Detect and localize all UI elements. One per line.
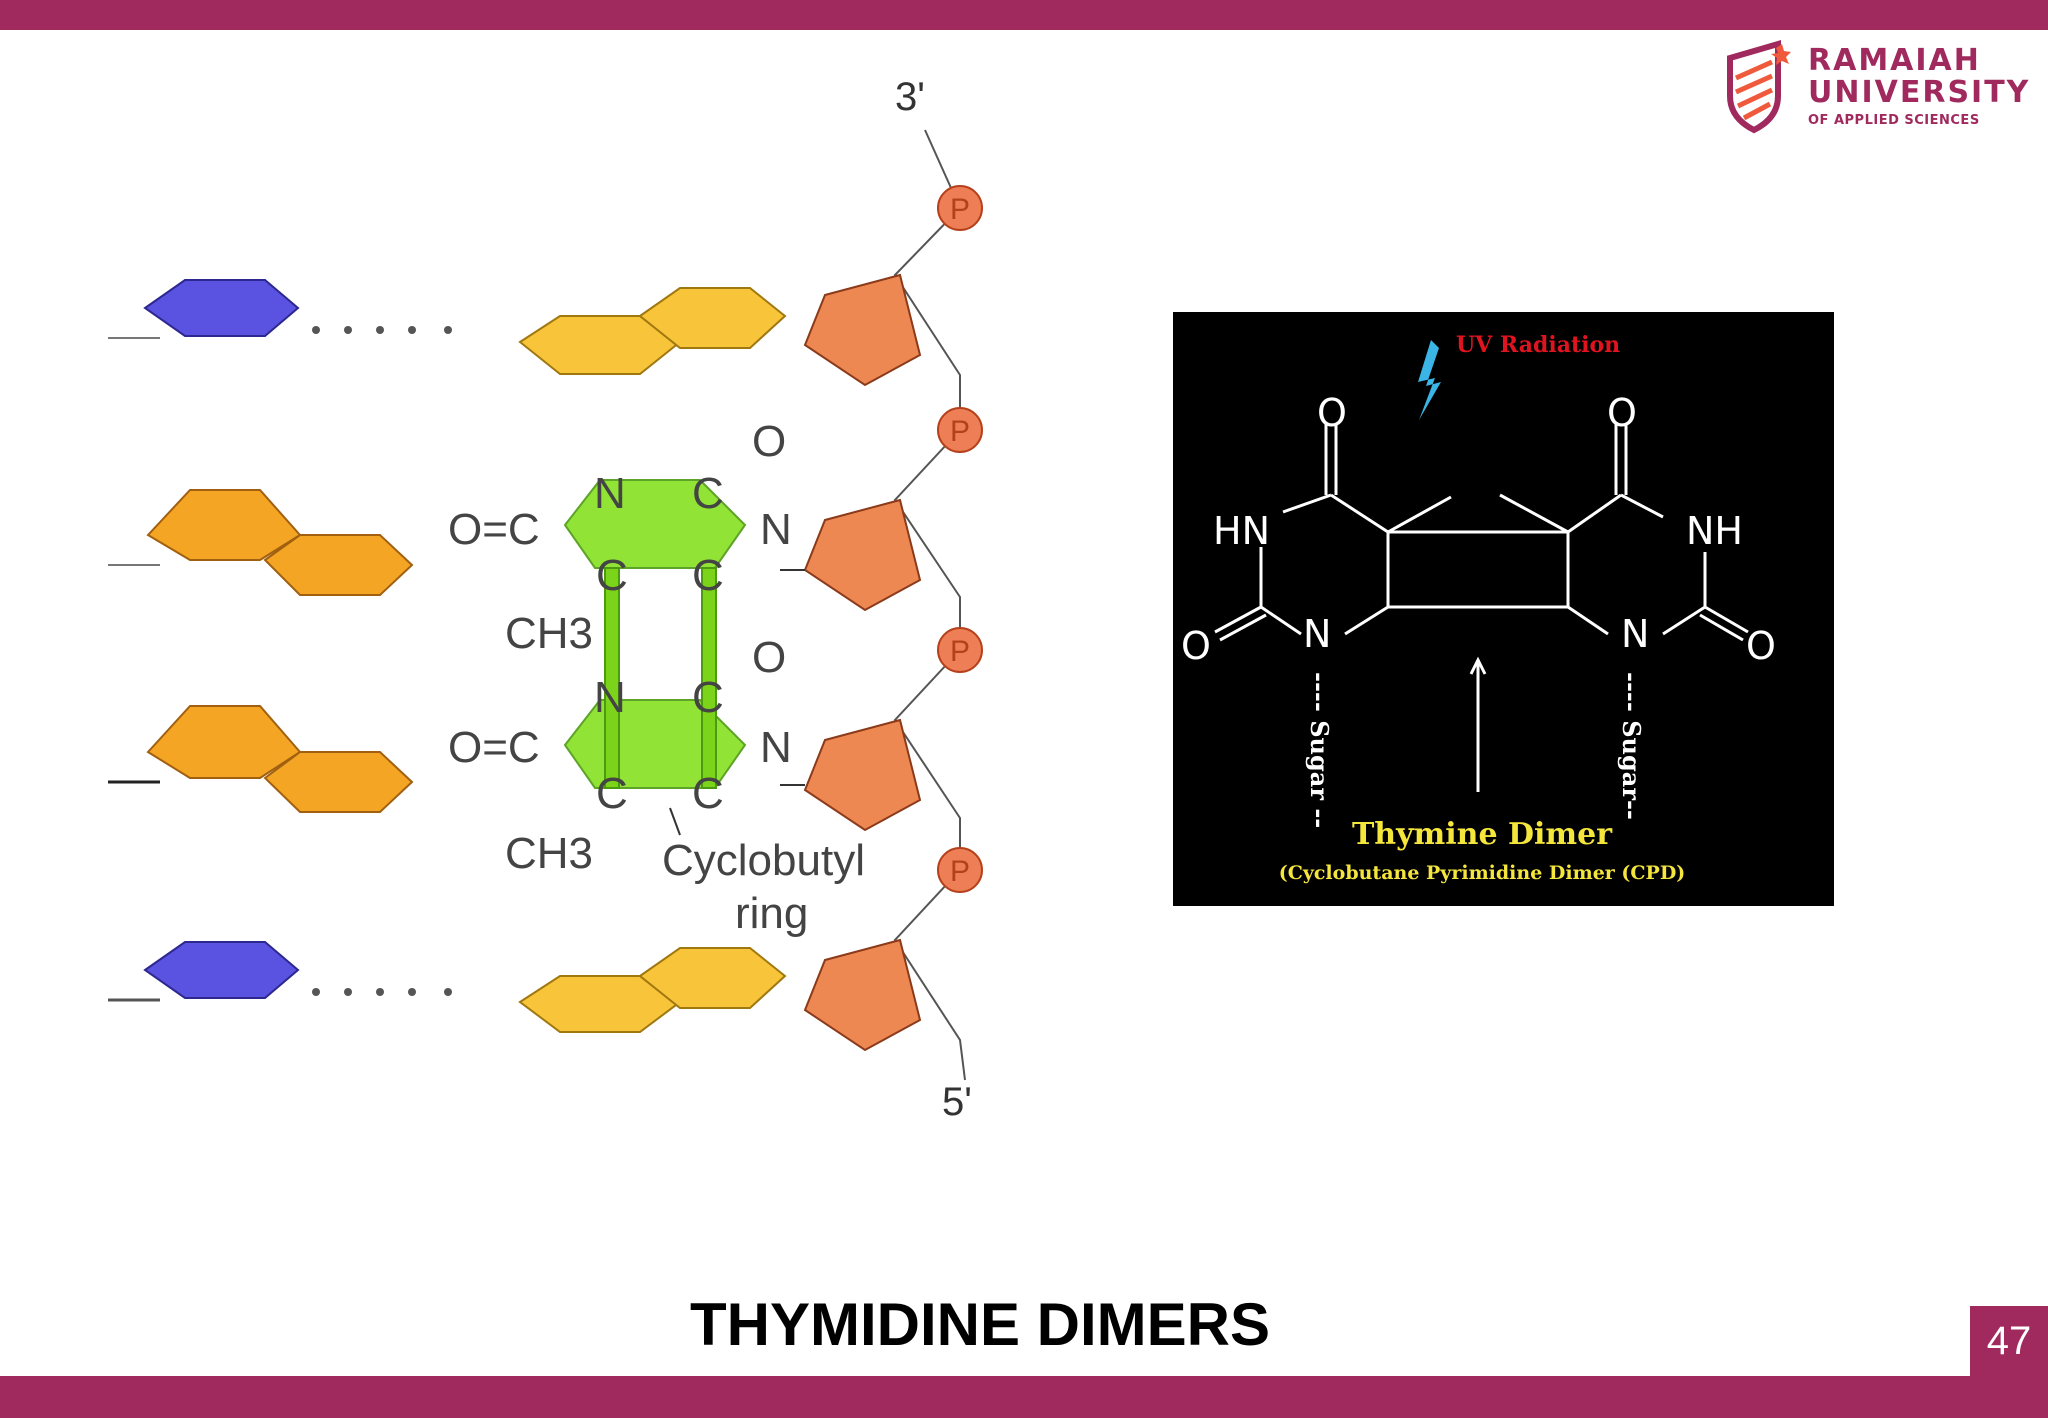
dimer-ring-top xyxy=(563,479,747,569)
svg-text:O=C: O=C xyxy=(448,505,540,554)
svg-text:HN: HN xyxy=(1213,509,1270,553)
svg-text:C: C xyxy=(692,469,724,518)
svg-text:C: C xyxy=(596,551,628,600)
svg-text:O: O xyxy=(752,633,786,682)
backbone-line xyxy=(893,129,966,1081)
hbond-dots-1 xyxy=(312,326,452,334)
ring-pointer-arrow xyxy=(669,807,681,836)
uv-lightning-bolt-icon xyxy=(1418,340,1441,420)
base-orange-3a xyxy=(146,705,302,779)
svg-text:CH3: CH3 xyxy=(505,609,593,658)
svg-text:C: C xyxy=(692,673,724,722)
svg-text:P: P xyxy=(950,635,970,668)
atom-labels: O HN N O O NH N O xyxy=(1181,391,1776,668)
svg-text:O=C: O=C xyxy=(448,723,540,772)
thymine-dimer xyxy=(563,479,747,789)
cyclobutyl-ring-label-line2: ring xyxy=(735,889,808,938)
base-orange-3b xyxy=(263,751,414,813)
base-orange-2a xyxy=(146,489,302,561)
base-yellow-1b xyxy=(638,287,787,349)
svg-text:P: P xyxy=(950,415,970,448)
svg-text:N: N xyxy=(760,505,792,554)
sugar-4 xyxy=(803,938,922,1052)
base-yellow-4b xyxy=(638,947,787,1009)
thymine-dimer-structure: UV Radiation xyxy=(1181,332,1776,884)
phosphate-1: P xyxy=(937,185,983,231)
thymine-dimer-panel: UV Radiation xyxy=(1173,312,1834,906)
university-logo: RAMAIAH UNIVERSITY OF APPLIED SCIENCES xyxy=(1722,38,2028,134)
ramaiah-emblem-icon xyxy=(1727,40,1791,134)
phosphate-3: P xyxy=(937,627,983,673)
logo-text-line3: OF APPLIED SCIENCES xyxy=(1808,113,1980,128)
cyclobutyl-bond-left xyxy=(604,567,620,789)
dimer-labels-top: O=C N C O N C C CH3 xyxy=(448,417,792,658)
dna-strand-diagram: 3' 5' P P P P xyxy=(108,75,983,1124)
hbond-dots-4 xyxy=(312,988,452,996)
cpd-subcaption: (Cyclobutane Pyrimidine Dimer (CPD) xyxy=(1279,862,1686,884)
svg-text:P: P xyxy=(950,193,970,226)
logo-text-line1: RAMAIAH xyxy=(1808,43,1981,78)
sugar-3 xyxy=(803,718,922,832)
left-sugar-label: ---- Sugar -- xyxy=(1305,672,1334,828)
slide-title: THYMIDINE DIMERS xyxy=(689,1291,1271,1358)
strand-end-3prime: 3' xyxy=(895,75,925,119)
svg-text:C: C xyxy=(692,769,724,818)
bond-lines xyxy=(1214,424,1749,792)
phosphate-4: P xyxy=(937,847,983,893)
svg-text:O: O xyxy=(1746,624,1776,668)
svg-text:N: N xyxy=(760,723,792,772)
svg-text:C: C xyxy=(596,769,628,818)
svg-text:N: N xyxy=(594,673,626,722)
svg-text:O: O xyxy=(752,417,786,466)
sugar-1 xyxy=(803,273,922,387)
svg-text:N: N xyxy=(1303,612,1331,656)
strand-end-5prime: 5' xyxy=(942,1080,972,1124)
svg-text:O: O xyxy=(1607,391,1637,435)
svg-text:C: C xyxy=(692,551,724,600)
base-blue-4 xyxy=(143,941,300,999)
base-orange-2b xyxy=(263,534,414,596)
svg-text:CH3: CH3 xyxy=(505,829,593,878)
svg-text:O: O xyxy=(1181,624,1211,668)
svg-text:P: P xyxy=(950,855,970,888)
page-number: 47 xyxy=(1970,1306,2048,1376)
svg-text:O: O xyxy=(1317,391,1347,435)
right-sugar-label: ---- Sugar-- xyxy=(1617,672,1646,820)
uv-radiation-label: UV Radiation xyxy=(1456,332,1620,358)
sugar-2 xyxy=(803,498,922,612)
bottom-brand-bar xyxy=(0,1376,2048,1418)
svg-text:N: N xyxy=(1621,612,1649,656)
top-brand-bar xyxy=(0,0,2048,30)
cyclobutyl-ring-label: Cyclobutyl xyxy=(662,836,865,885)
logo-text-line2: UNIVERSITY xyxy=(1808,75,2031,110)
dimer-labels-bottom: O=C N C O N C C CH3 xyxy=(448,633,792,878)
svg-text:NH: NH xyxy=(1686,509,1743,553)
svg-text:N: N xyxy=(594,469,626,518)
phosphate-2: P xyxy=(937,407,983,453)
cyclobutyl-bond-right xyxy=(701,567,717,789)
base-blue-1 xyxy=(143,279,300,337)
thymine-dimer-caption: Thymine Dimer xyxy=(1352,817,1613,852)
